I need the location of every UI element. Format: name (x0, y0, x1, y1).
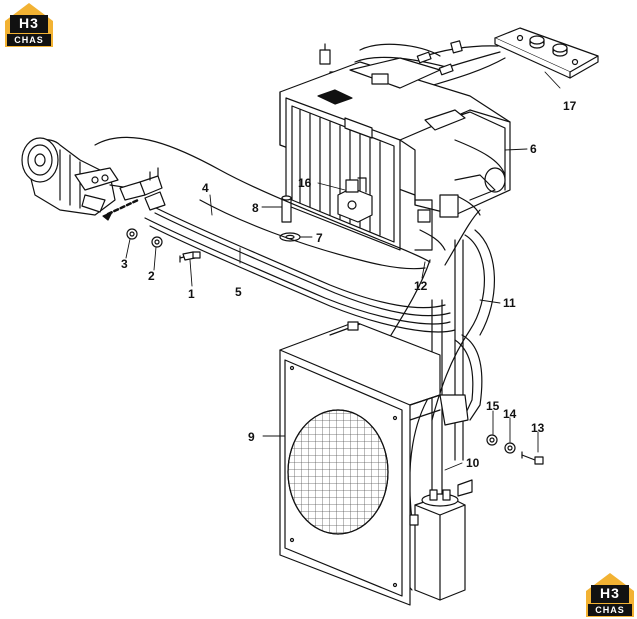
callout-11: 11 (503, 296, 516, 310)
callout-5: 5 (235, 285, 242, 299)
callout-3: 3 (121, 257, 128, 271)
spacer-part (281, 195, 292, 223)
callout-4: 4 (202, 181, 209, 195)
callout-14: 14 (503, 407, 517, 421)
control-panel (494, 27, 599, 79)
callout-16: 16 (298, 176, 312, 190)
callout-labels: 17 6 4 16 8 7 3 2 1 5 12 11 9 15 14 13 1… (121, 99, 577, 470)
expansion-valve (337, 177, 373, 223)
evaporator-unit (279, 57, 511, 251)
callout-10: 10 (466, 456, 480, 470)
washer-part (151, 236, 163, 248)
logo-text-top: H3 (19, 15, 39, 31)
brand-logo-bottom: H3 CHAS (584, 571, 636, 619)
bolt-part (521, 451, 544, 465)
compressor (21, 137, 131, 216)
washer-part (486, 434, 498, 446)
callout-8: 8 (252, 201, 259, 215)
callout-1: 1 (188, 287, 195, 301)
washer-part (126, 228, 138, 240)
callout-7: 7 (316, 231, 323, 245)
callout-2: 2 (148, 269, 155, 283)
receiver-drier (409, 479, 473, 601)
callout-12: 12 (414, 279, 428, 293)
bolt-part (179, 251, 201, 263)
logo-text-bottom: CHAS (588, 604, 632, 616)
callout-17: 17 (563, 99, 577, 113)
hose-line-5 (144, 191, 456, 333)
condenser (279, 321, 441, 606)
callout-9: 9 (248, 430, 255, 444)
callout-15: 15 (486, 399, 500, 413)
callout-6: 6 (530, 142, 537, 156)
compressor-fittings (102, 167, 163, 221)
hose-line-4 (94, 136, 431, 270)
logo-text-bottom: CHAS (7, 34, 51, 46)
brand-logo-top: H3 CHAS (3, 1, 55, 49)
leader-lines (125, 71, 561, 471)
washer-part (504, 442, 516, 454)
logo-text-top: H3 (600, 585, 620, 601)
callout-13: 13 (531, 421, 545, 435)
